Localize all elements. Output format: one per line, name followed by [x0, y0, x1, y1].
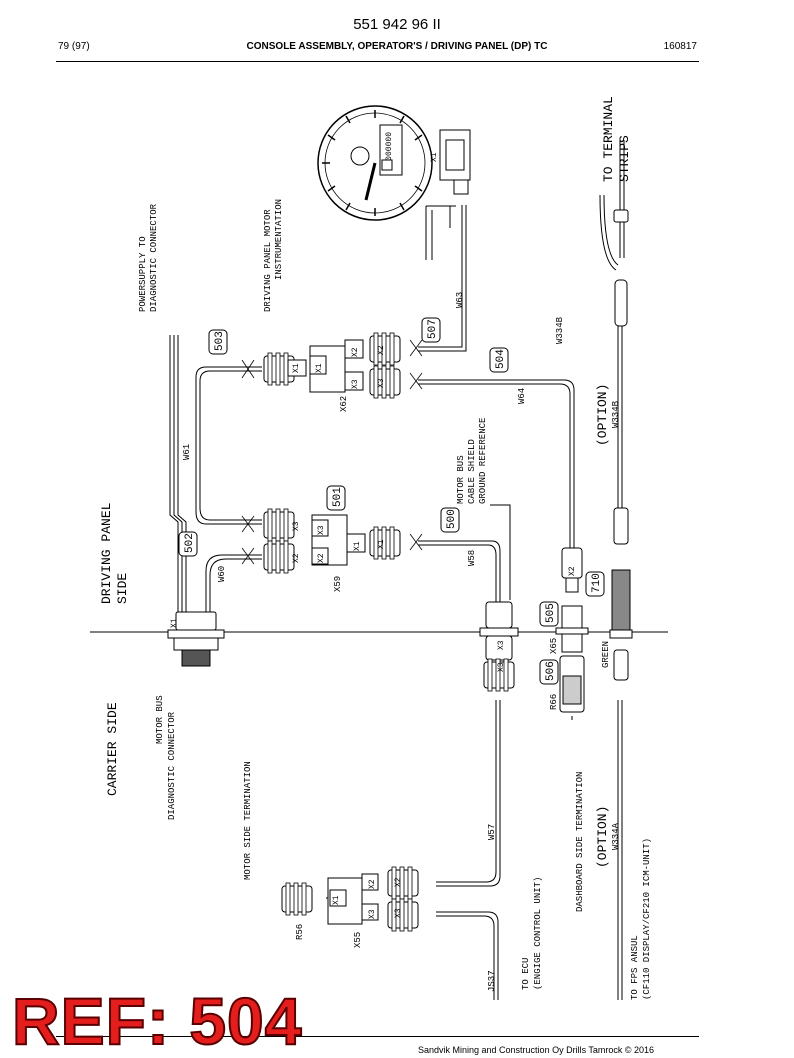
pin-x3: X3: [317, 525, 326, 535]
component-r66: R66: [549, 694, 559, 710]
callout-710: 710: [591, 573, 603, 593]
pin-x2: X2: [292, 553, 301, 563]
option-label-top: (OPTION): [595, 384, 610, 446]
diagnostic-connector-label-2: DIAGNOSTIC CONNECTOR: [167, 711, 177, 820]
pin-x1-main: X1: [170, 618, 179, 628]
pin-x2: X2: [351, 347, 360, 357]
pin-x2: X2: [394, 877, 403, 887]
to-fps-label: TO FPS ANSUL: [630, 935, 640, 1000]
terminal-strips-label: TO TERMINAL: [601, 96, 616, 182]
pin-x1-gauge: X1: [430, 152, 439, 162]
component-x55: X55: [353, 932, 363, 948]
footer-rule: [56, 1036, 699, 1037]
wire-w58: W58: [467, 550, 477, 566]
wire-w334b: W334B: [555, 316, 565, 344]
cable-shield-label: CABLE SHIELD: [467, 439, 477, 504]
callout-504: 504: [495, 349, 507, 369]
pin-x3: X3: [377, 378, 386, 388]
page-reference: 79 (97): [58, 41, 90, 52]
component-x65: X65: [549, 638, 559, 654]
pin-x1: X1: [377, 539, 386, 549]
callout-506: 506: [545, 661, 557, 681]
pin-x1: X1: [292, 363, 301, 373]
pin-x2: X2: [368, 879, 377, 889]
callout-502: 502: [184, 533, 196, 553]
wire-w61: W61: [182, 444, 192, 460]
pin-x3-panel: X3: [497, 640, 506, 650]
instrumentation-label: DRIVING PANEL MOTOR: [263, 209, 273, 312]
component-x59: X59: [333, 576, 343, 592]
component-r56: R56: [295, 924, 305, 940]
wire-w334a: W334A: [611, 822, 621, 850]
document-title: CONSOLE ASSEMBLY, OPERATOR'S / DRIVING P…: [246, 41, 548, 52]
pin-x1: X1: [353, 541, 362, 551]
pin-x3: X3: [292, 521, 301, 531]
pin-x3: X3: [351, 379, 360, 389]
pin-x3-lower: X3: [497, 662, 506, 672]
header-rule: [56, 61, 699, 62]
pin-x2: X2: [317, 553, 326, 563]
wire-w63: W63: [455, 292, 465, 308]
wire-w64: W64: [517, 388, 527, 404]
callout-501: 501: [332, 487, 344, 507]
pin-x2-option: X2: [568, 566, 577, 576]
wire-w57: W57: [487, 824, 497, 840]
motor-side-termination-label: MOTOR SIDE TERMINATION: [243, 761, 253, 880]
pin-x3: X3: [368, 909, 377, 919]
pin-x1: X1: [332, 895, 341, 905]
motor-bus-diag-label: MOTOR BUS: [155, 695, 165, 744]
wire-w60: W60: [217, 566, 227, 582]
component-x62: X62: [339, 396, 349, 412]
pin-x1: X1: [315, 363, 324, 373]
document-date: 160817: [663, 41, 697, 52]
side-label: SIDE: [115, 573, 130, 604]
callout-503: 503: [214, 331, 226, 351]
option-label-bottom: (OPTION): [595, 806, 610, 868]
motor-bus-label: MOTOR BUS: [456, 455, 466, 504]
driving-panel-label: DRIVING PANEL: [99, 503, 114, 604]
callout-507: 507: [427, 319, 439, 339]
pin-x2: X2: [377, 345, 386, 355]
carrier-side-label: CARRIER SIDE: [105, 702, 120, 796]
green-label: GREEN: [601, 641, 611, 668]
dashboard-side-termination-label: DASHBOARD SIDE TERMINATION: [575, 772, 585, 912]
ref-stamp: REF: 504: [11, 984, 303, 1058]
ground-reference-label: GROUND REFERENCE: [478, 418, 488, 504]
instrumentation-label-2: INSTRUMENTATION: [274, 199, 284, 280]
to-ecu-label: TO ECU: [521, 958, 531, 990]
terminal-strips-label-2: STRIPS: [617, 135, 632, 182]
diagnostic-connector-label: DIAGNOSTIC CONNECTOR: [149, 203, 159, 312]
callout-500: 500: [446, 509, 458, 529]
wire-js37: JS37: [487, 970, 497, 992]
copyright: Sandvik Mining and Construction Oy Drill…: [418, 1045, 655, 1055]
document-number: 551 942 96 II: [353, 16, 441, 33]
powersupply-label: POWERSUPPLY TO: [138, 236, 148, 312]
ecu-desc-label: (ENGIGE CONTROL UNIT): [533, 877, 543, 990]
wire-w334b-2: W334B: [611, 400, 621, 428]
callout-505: 505: [545, 603, 557, 623]
gauge-readout: 000000: [385, 132, 394, 161]
pin-x3: X3: [394, 908, 403, 918]
fps-desc-label: (CF110 DISPLAY/CF210 ICM-UNIT): [642, 838, 652, 1000]
